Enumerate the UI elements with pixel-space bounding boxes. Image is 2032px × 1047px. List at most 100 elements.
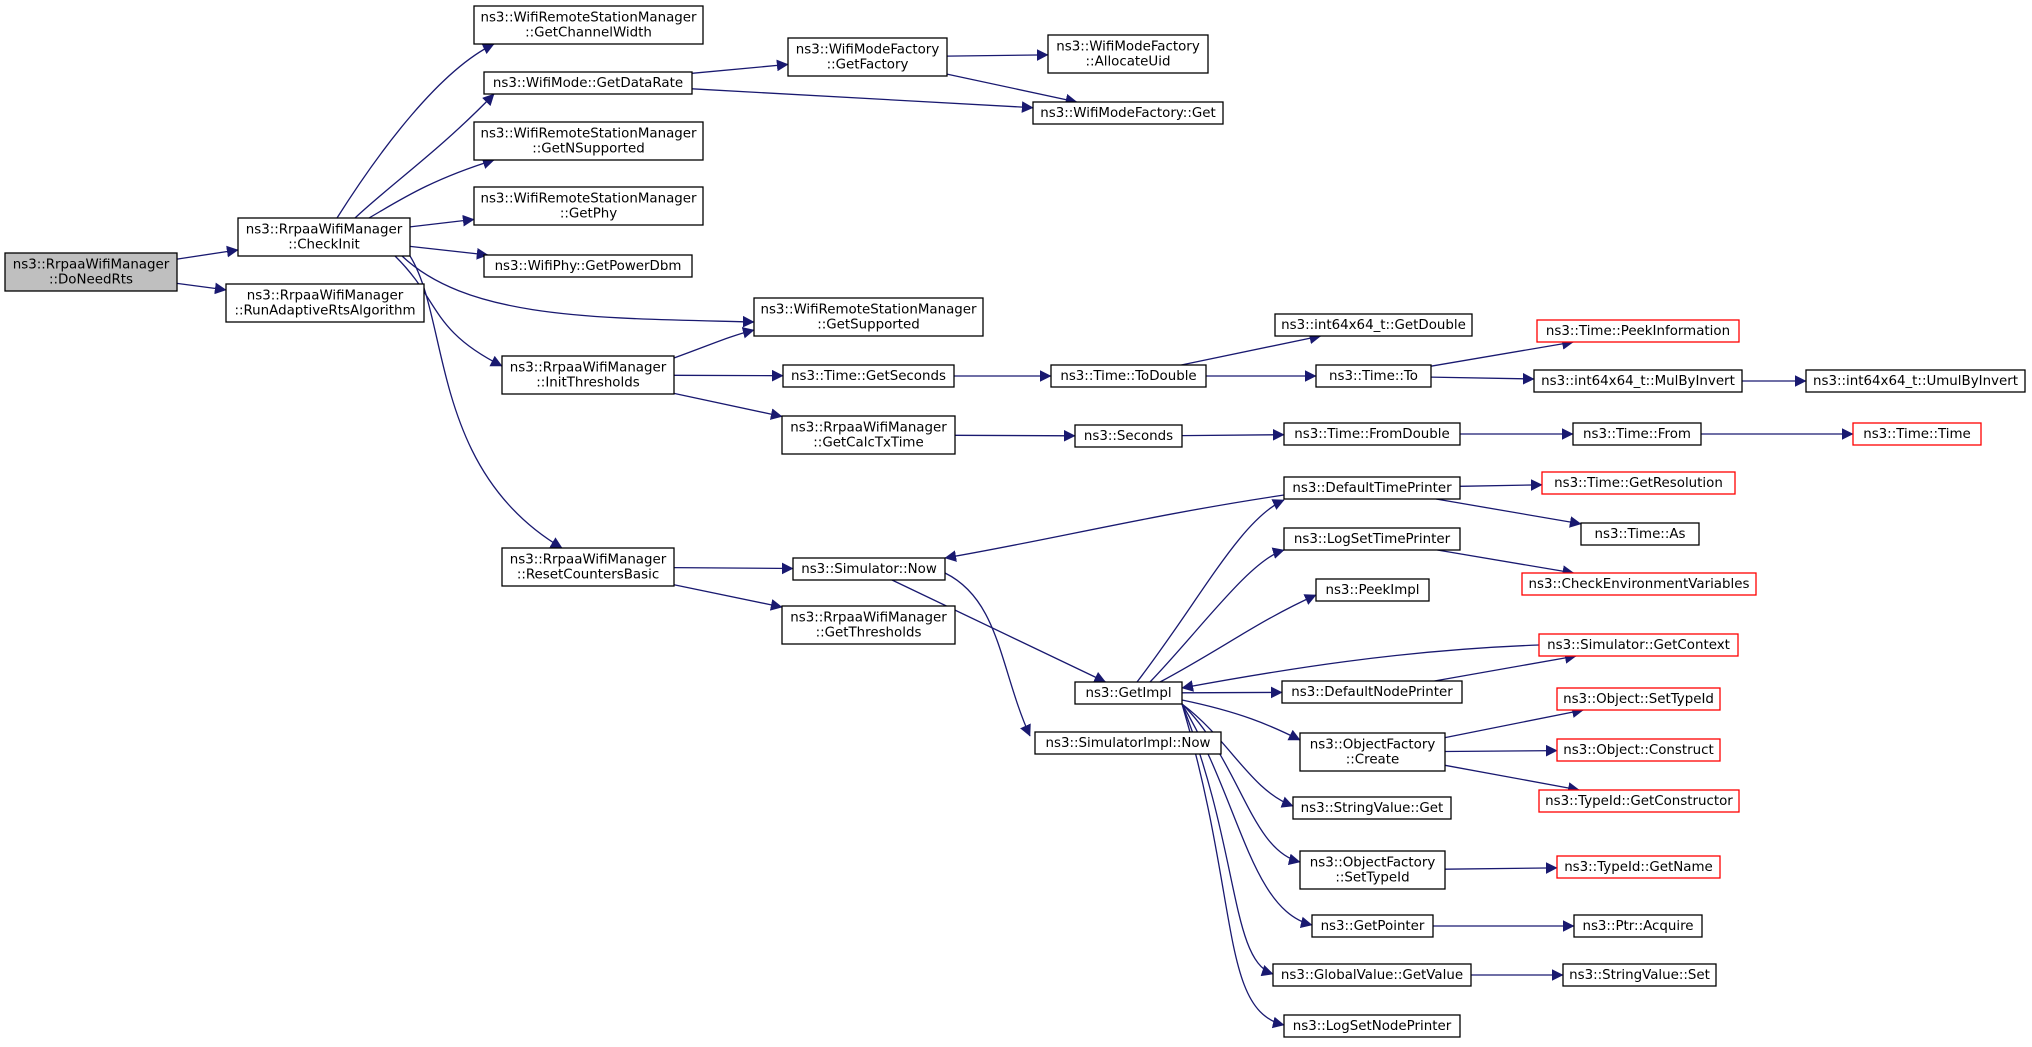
edge-path: [944, 494, 1285, 562]
node-objconstruct[interactable]: ns3::Object::Construct: [1556, 738, 1721, 762]
edge-path: [944, 572, 1031, 737]
node-getphy[interactable]: ns3::WifiRemoteStationManager::GetPhy: [473, 186, 704, 226]
node-label: ns3::ObjectFactory: [1310, 738, 1436, 753]
edge-path: [1149, 547, 1285, 683]
node-getcalctxtime[interactable]: ns3::RrpaaWifiManager::GetCalcTxTime: [781, 415, 956, 455]
edge-path: [954, 429, 1076, 442]
node-getdatarate[interactable]: ns3::WifiMode::GetDataRate: [483, 71, 693, 95]
edge-checkinit-to-initthresholds: [394, 255, 503, 367]
node-ofcreate[interactable]: ns3::ObjectFactory::Create: [1299, 732, 1446, 772]
node-ofsettypeid[interactable]: ns3::ObjectFactory::SetTypeId: [1299, 850, 1446, 890]
node-todouble[interactable]: ns3::Time::ToDouble: [1050, 364, 1207, 388]
node-defaultnodeprinter[interactable]: ns3::DefaultNodePrinter: [1281, 680, 1463, 704]
edge-checkinit-to-getchannelwidth: [336, 43, 495, 219]
edge-path: [1444, 764, 1580, 794]
node-simimplnow[interactable]: ns3::SimulatorImpl::Now: [1034, 731, 1222, 755]
edge-getimpl-to-logsettimeprinter: [1149, 547, 1285, 683]
edge-path: [1430, 338, 1574, 367]
node-getthresholds[interactable]: ns3::RrpaaWifiManager::GetThresholds: [781, 605, 956, 645]
node-label: ns3::int64x64_t::MulByInvert: [1541, 374, 1735, 389]
node-fromdouble[interactable]: ns3::Time::FromDouble: [1283, 422, 1461, 446]
node-label: ::ResetCountersBasic: [517, 568, 659, 583]
edge-getimpl-to-defaulttimeprinter: [1136, 499, 1285, 683]
node-peekinfo[interactable]: ns3::Time::PeekInformation: [1536, 319, 1740, 343]
node-label: ns3::SimulatorImpl::Now: [1045, 736, 1210, 751]
node-box: [1283, 1014, 1461, 1038]
node-getchannelwidth[interactable]: ns3::WifiRemoteStationManager::GetChanne…: [473, 5, 704, 45]
node-getseconds[interactable]: ns3::Time::GetSeconds: [782, 364, 955, 388]
node-donnedrts[interactable]: ns3::RrpaaWifiManager::DoNeedRts: [4, 252, 178, 292]
node-getnsupported[interactable]: ns3::WifiRemoteStationManager::GetNSuppo…: [473, 121, 704, 161]
edge-donnedrts-to-runadaptive: [176, 282, 227, 295]
node-initthresholds[interactable]: ns3::RrpaaWifiManager::InitThresholds: [501, 355, 675, 395]
node-getimpl[interactable]: ns3::GetImpl: [1074, 681, 1183, 705]
node-gvgetvalue[interactable]: ns3::GlobalValue::GetValue: [1272, 963, 1472, 987]
edge-path: [401, 255, 755, 328]
node-umulbyinvert[interactable]: ns3::int64x64_t::UmulByInvert: [1805, 369, 2026, 393]
edge-path: [368, 157, 495, 219]
node-checkenv[interactable]: ns3::CheckEnvironmentVariables: [1521, 572, 1757, 596]
node-objsettypeid[interactable]: ns3::Object::SetTypeId: [1556, 687, 1721, 711]
edge-path: [691, 59, 789, 74]
node-box: [1556, 738, 1721, 762]
node-label: ::Create: [1346, 753, 1400, 768]
node-timeas[interactable]: ns3::Time::As: [1580, 522, 1700, 546]
node-stringvalueget[interactable]: ns3::StringValue::Get: [1292, 796, 1452, 820]
node-label: ns3::Object::Construct: [1563, 743, 1714, 758]
edge-getcalctxtime-to-seconds: [954, 429, 1076, 442]
node-typeidgetname[interactable]: ns3::TypeId::GetName: [1556, 855, 1721, 879]
node-getdouble[interactable]: ns3::int64x64_t::GetDouble: [1274, 313, 1473, 337]
edge-path: [1159, 594, 1317, 683]
node-getpointer[interactable]: ns3::GetPointer: [1311, 914, 1434, 938]
node-defaulttimeprinter[interactable]: ns3::DefaultTimePrinter: [1283, 476, 1461, 500]
node-box: [1274, 313, 1473, 337]
node-box: [1032, 101, 1224, 125]
node-label: ::GetThresholds: [816, 626, 922, 641]
edge-path: [946, 49, 1049, 61]
node-runadaptive[interactable]: ns3::RrpaaWifiManager::RunAdaptiveRtsAlg…: [225, 283, 425, 323]
edge-path: [176, 245, 239, 260]
node-stringvalueset[interactable]: ns3::StringValue::Set: [1562, 963, 1717, 987]
node-allocateuid[interactable]: ns3::WifiModeFactory::AllocateUid: [1047, 34, 1209, 74]
node-label: ::InitThresholds: [536, 376, 639, 391]
edge-defaulttimeprinter-to-getresolution: [1459, 479, 1543, 491]
node-checkinit[interactable]: ns3::RrpaaWifiManager::CheckInit: [237, 217, 411, 257]
node-logsettimeprinter[interactable]: ns3::LogSetTimePrinter: [1283, 527, 1461, 551]
node-mulbyinvert[interactable]: ns3::int64x64_t::MulByInvert: [1533, 369, 1743, 393]
node-label: ns3::StringValue::Set: [1569, 968, 1710, 983]
node-label: ns3::Time::GetResolution: [1554, 476, 1723, 491]
node-label: ns3::GetPointer: [1321, 919, 1425, 934]
node-simgetcontext[interactable]: ns3::Simulator::GetContext: [1538, 633, 1739, 657]
node-ptracquire[interactable]: ns3::Ptr::Acquire: [1573, 914, 1703, 938]
node-box: [1556, 855, 1721, 879]
node-box: [1074, 681, 1183, 705]
node-getconstructor[interactable]: ns3::TypeId::GetConstructor: [1538, 789, 1740, 813]
edge-path: [1437, 549, 1575, 577]
node-logsetnodeprinter[interactable]: ns3::LogSetNodePrinter: [1283, 1014, 1461, 1038]
node-simnow[interactable]: ns3::Simulator::Now: [792, 557, 946, 581]
edge-checkinit-to-getsupported: [401, 255, 755, 328]
node-wmfget[interactable]: ns3::WifiModeFactory::Get: [1032, 101, 1224, 125]
node-box: [1541, 471, 1736, 495]
node-timeto[interactable]: ns3::Time::To: [1315, 364, 1432, 388]
node-label: ns3::WifiModeFactory: [1056, 40, 1200, 55]
node-peekimpl[interactable]: ns3::PeekImpl: [1315, 578, 1430, 602]
edge-defaulttimeprinter-to-timeas: [1435, 498, 1582, 528]
node-timetime[interactable]: ns3::Time::Time: [1852, 422, 1982, 446]
node-getsupported[interactable]: ns3::WifiRemoteStationManager::GetSuppor…: [753, 297, 984, 337]
node-box: [225, 283, 425, 323]
node-getpowerdbm[interactable]: ns3::WifiPhy::GetPowerDbm: [483, 254, 693, 278]
node-box: [1538, 633, 1739, 657]
node-box: [1521, 572, 1757, 596]
node-box: [1572, 422, 1702, 446]
node-timefrom[interactable]: ns3::Time::From: [1572, 422, 1702, 446]
node-label: ns3::Simulator::GetContext: [1547, 638, 1730, 653]
edge-path: [1435, 498, 1582, 528]
node-resetcounters[interactable]: ns3::RrpaaWifiManager::ResetCountersBasi…: [501, 547, 675, 587]
node-getresolution[interactable]: ns3::Time::GetResolution: [1541, 471, 1736, 495]
node-box: [1283, 476, 1461, 500]
node-box: [1283, 422, 1461, 446]
edges-layer: [176, 43, 1854, 1029]
node-getfactory[interactable]: ns3::WifiModeFactory::GetFactory: [787, 37, 948, 77]
node-seconds[interactable]: ns3::Seconds: [1074, 424, 1183, 448]
